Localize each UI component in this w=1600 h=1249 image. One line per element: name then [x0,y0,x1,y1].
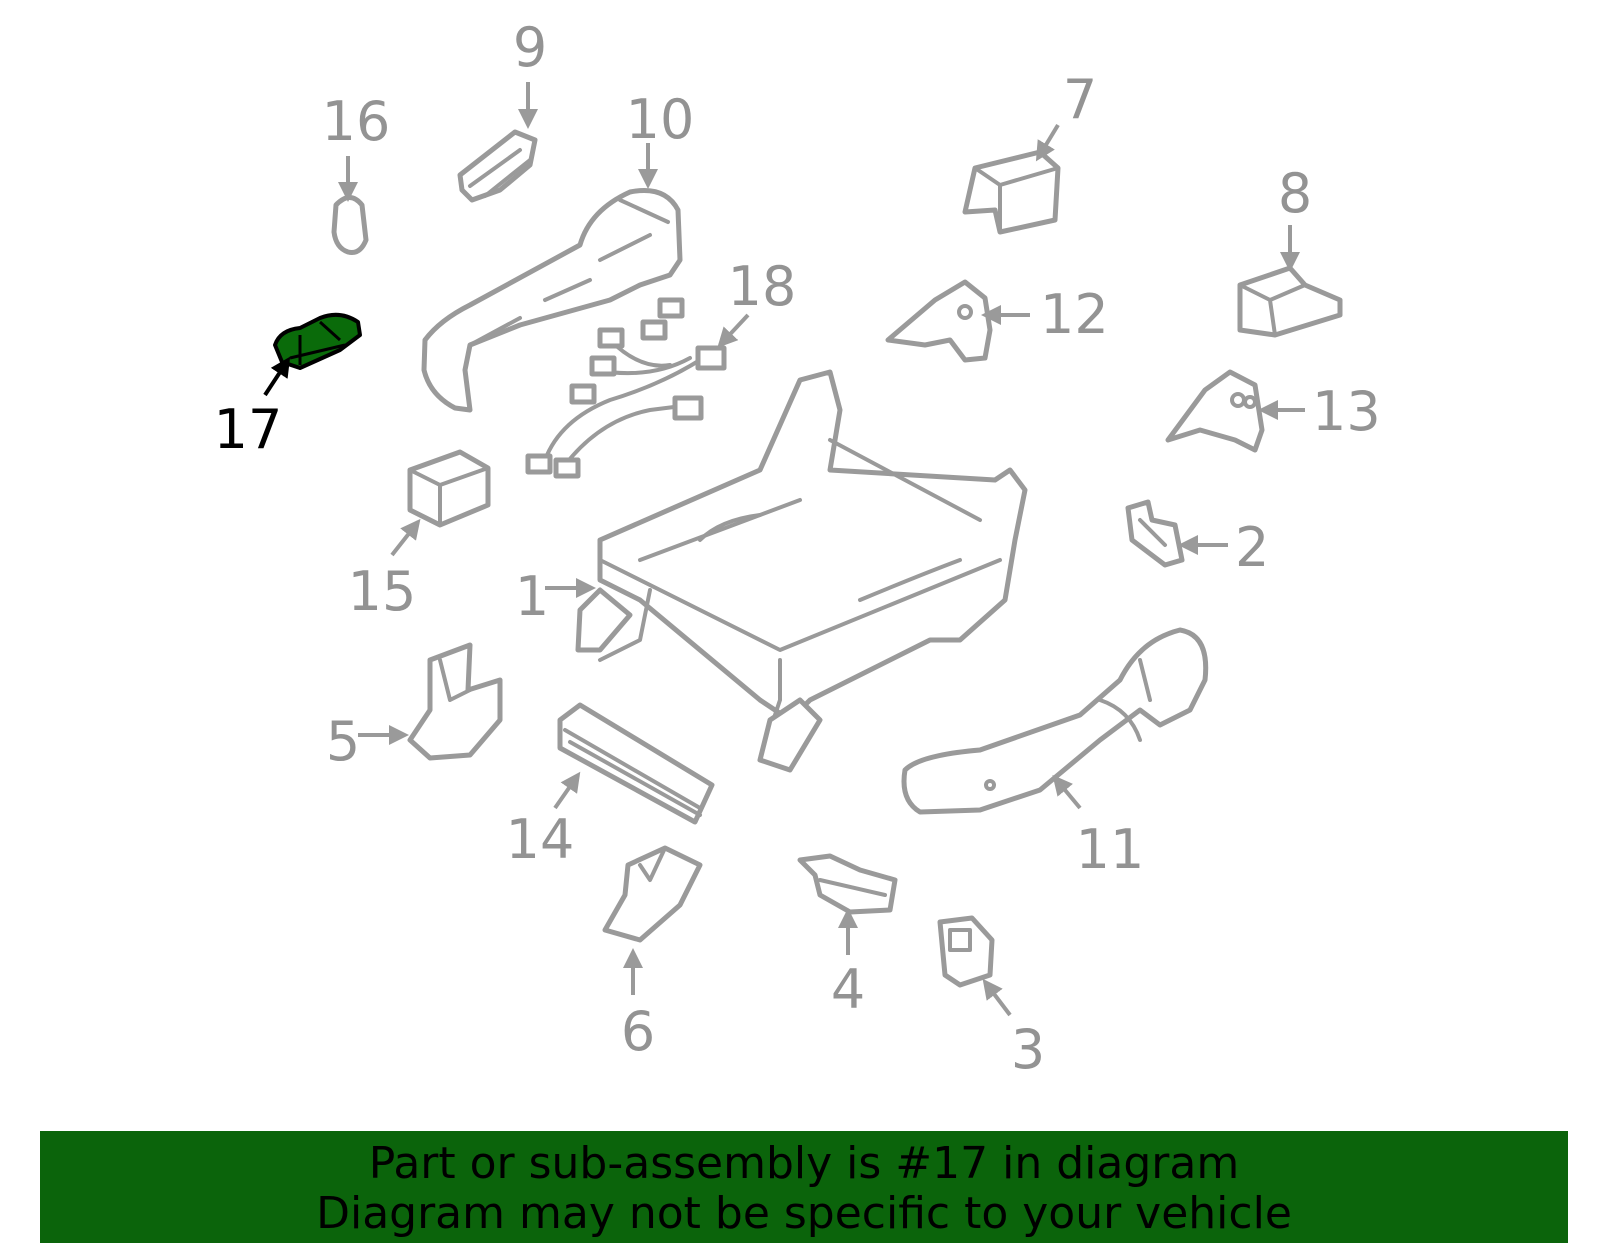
part-16-knob[interactable] [331,195,369,255]
part-1-seat-frame[interactable] [575,369,1028,773]
callout-arrows [263,82,1305,1017]
callout-6: 6 [621,1000,655,1063]
part-11-side-shield[interactable] [901,627,1209,815]
part-14-trim-strip[interactable] [557,702,715,825]
part-7-bracket[interactable] [962,149,1061,235]
callout-2: 2 [1235,516,1269,579]
part-9-lever[interactable] [457,129,538,203]
callout-17-highlighted: 17 [214,398,283,461]
part-15-module[interactable] [407,449,491,528]
callout-14: 14 [506,808,575,871]
part-6-cover[interactable] [602,845,703,943]
callout-3: 3 [1011,1018,1045,1081]
callout-12: 12 [1040,283,1109,346]
callout-16: 16 [322,90,391,153]
callout-7: 7 [1063,68,1097,131]
part-3-connector[interactable] [937,915,995,988]
part-2-clip[interactable] [1125,499,1185,568]
callout-13: 13 [1312,380,1381,443]
callout-9: 9 [513,16,547,79]
info-banner: Part or sub-assembly is #17 in diagram D… [40,1131,1568,1243]
callout-15: 15 [348,560,417,623]
part-5-cover[interactable] [407,642,503,761]
part-17-switch-highlighted[interactable] [273,312,362,370]
banner-line-part: Part or sub-assembly is #17 in diagram [368,1138,1240,1189]
callout-5: 5 [326,710,360,773]
part-4-bracket[interactable] [797,853,898,915]
callout-11: 11 [1076,818,1145,881]
part-10-side-shield[interactable] [421,188,683,413]
callout-labels: 9 16 10 7 8 18 12 13 2 1 15 5 14 11 4 6 … [214,16,1381,1081]
banner-line-disclaimer: Diagram may not be specific to your vehi… [316,1188,1292,1239]
callout-10: 10 [626,88,695,151]
parts-diagram: 9 16 10 7 8 18 12 13 2 1 15 5 14 11 4 6 … [214,16,1381,1081]
callout-8: 8 [1278,162,1312,225]
callout-18: 18 [728,255,797,318]
part-13-bracket[interactable] [1165,369,1265,453]
part-12-bracket[interactable] [885,279,993,363]
callout-4: 4 [831,958,865,1021]
callout-1: 1 [515,565,549,628]
part-8-bracket[interactable] [1237,265,1343,338]
part-18-wiring-harness[interactable] [525,297,727,479]
